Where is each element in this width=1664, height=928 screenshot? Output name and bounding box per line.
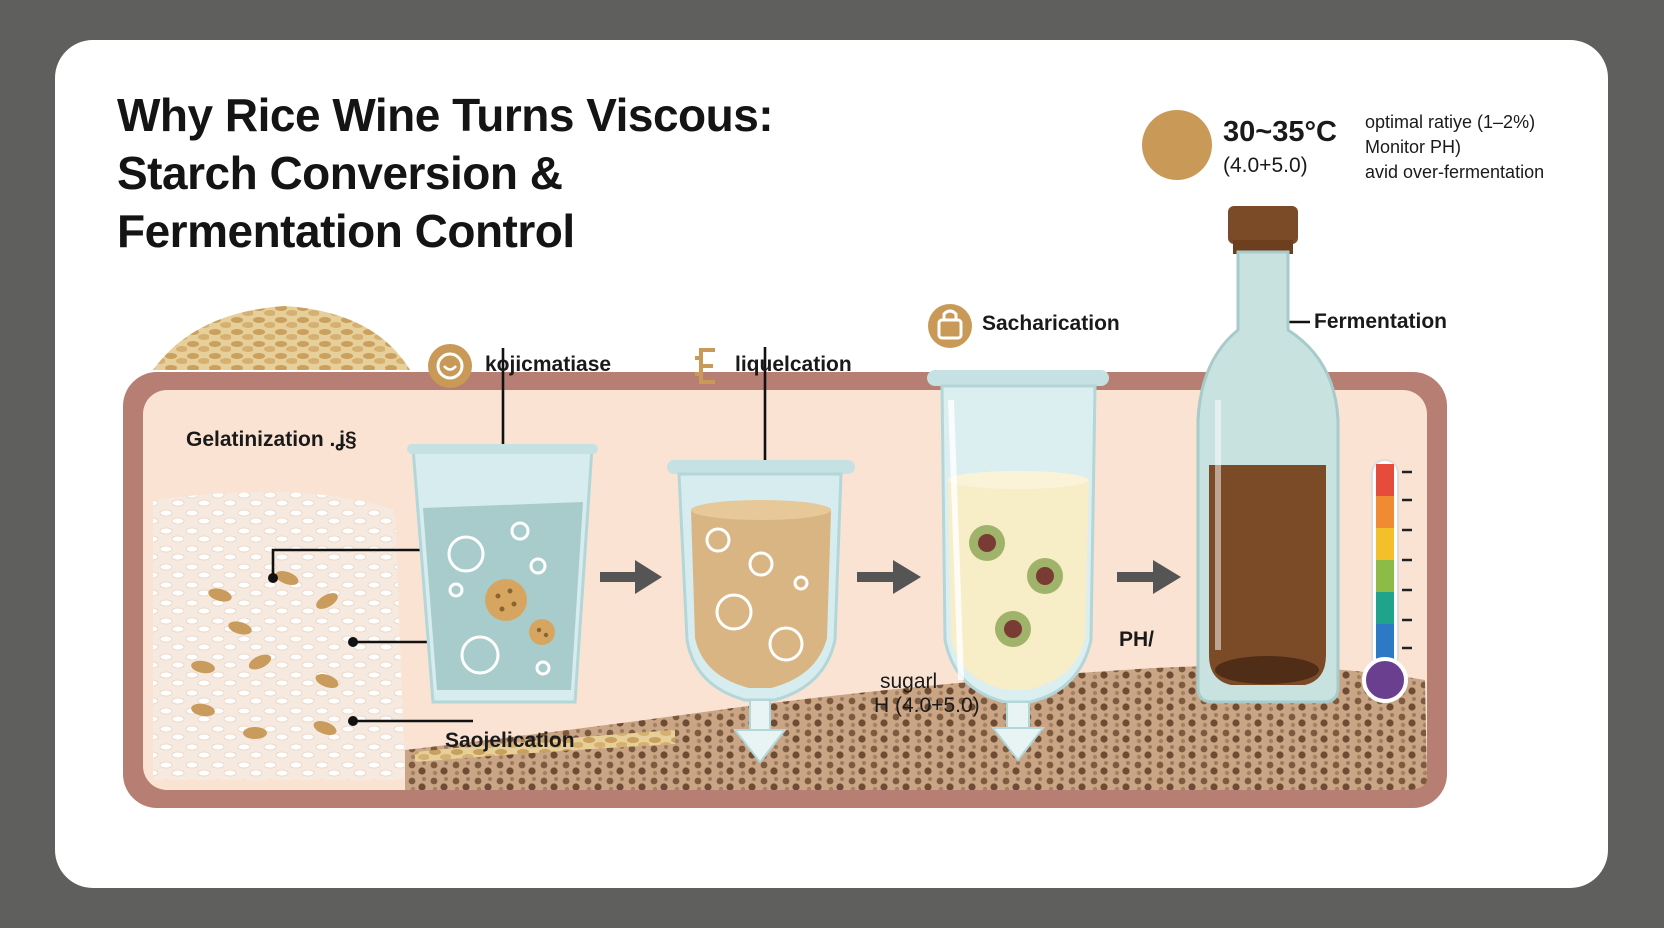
ph-range: (4.0+5.0) [1223,154,1308,177]
label-ph: PH/ [1119,628,1155,651]
process-illustration [123,112,1447,808]
kojic-beaker [407,444,598,704]
control-notes: optimal ratiуe (1–2%) Monitor PH) avid o… [1365,110,1544,185]
arrow-right-icon [600,560,662,594]
arrow-right-icon [857,560,921,594]
title-line-1: Why Rice Wine Turns Viscous: [117,89,774,141]
rice-grains [153,492,405,780]
note-monitor-ph: Monitor PH) [1365,137,1462,157]
rice-pile [153,306,410,370]
flask-icon [1094,112,1133,154]
label-gelatinization: Gelatinization .ʝ§ [186,428,357,451]
brown-grains [191,571,339,739]
bag-icon [928,304,972,348]
note-over-fermentation: avid over-fermentation [1365,162,1545,182]
liquefaction-vessel [667,460,855,764]
page-title: Why Rice Wine Turns Viscous: Starch Conv… [117,86,774,260]
infographic-card: Why Rice Wine Turns Viscous: Starch Conv… [55,40,1608,888]
temperature-range: 30~35°C [1223,116,1337,148]
title-line-2: Starch Conversion & [117,147,563,199]
smile-icon [428,344,472,388]
thermometer-icon [1362,459,1412,703]
e-glyph-icon [695,348,715,384]
enzyme-granule [485,579,555,645]
label-fermentation: Fermentation [1314,310,1448,333]
flask-badge [1142,110,1212,180]
label-sacharication: Sacharication [982,312,1120,335]
note-ratio: optimal ratiуe (1–2%) [1365,112,1536,132]
label-kojicmatiase: kojicmatiase [485,353,612,376]
title-line-3: Fermentation Control [117,205,575,257]
saccharification-vessel [927,370,1109,762]
label-saojelication: Saojelication [445,729,575,752]
arrow-right-icon [1117,560,1181,594]
label-sugarl: sugarl [880,670,938,693]
bottle-icon [1196,206,1340,704]
sediment [405,665,1427,790]
yeast-cell [969,525,1063,647]
label-h-range: H (4.0+5.0) [874,694,980,717]
label-liquelcation: liquelcation [735,353,852,376]
